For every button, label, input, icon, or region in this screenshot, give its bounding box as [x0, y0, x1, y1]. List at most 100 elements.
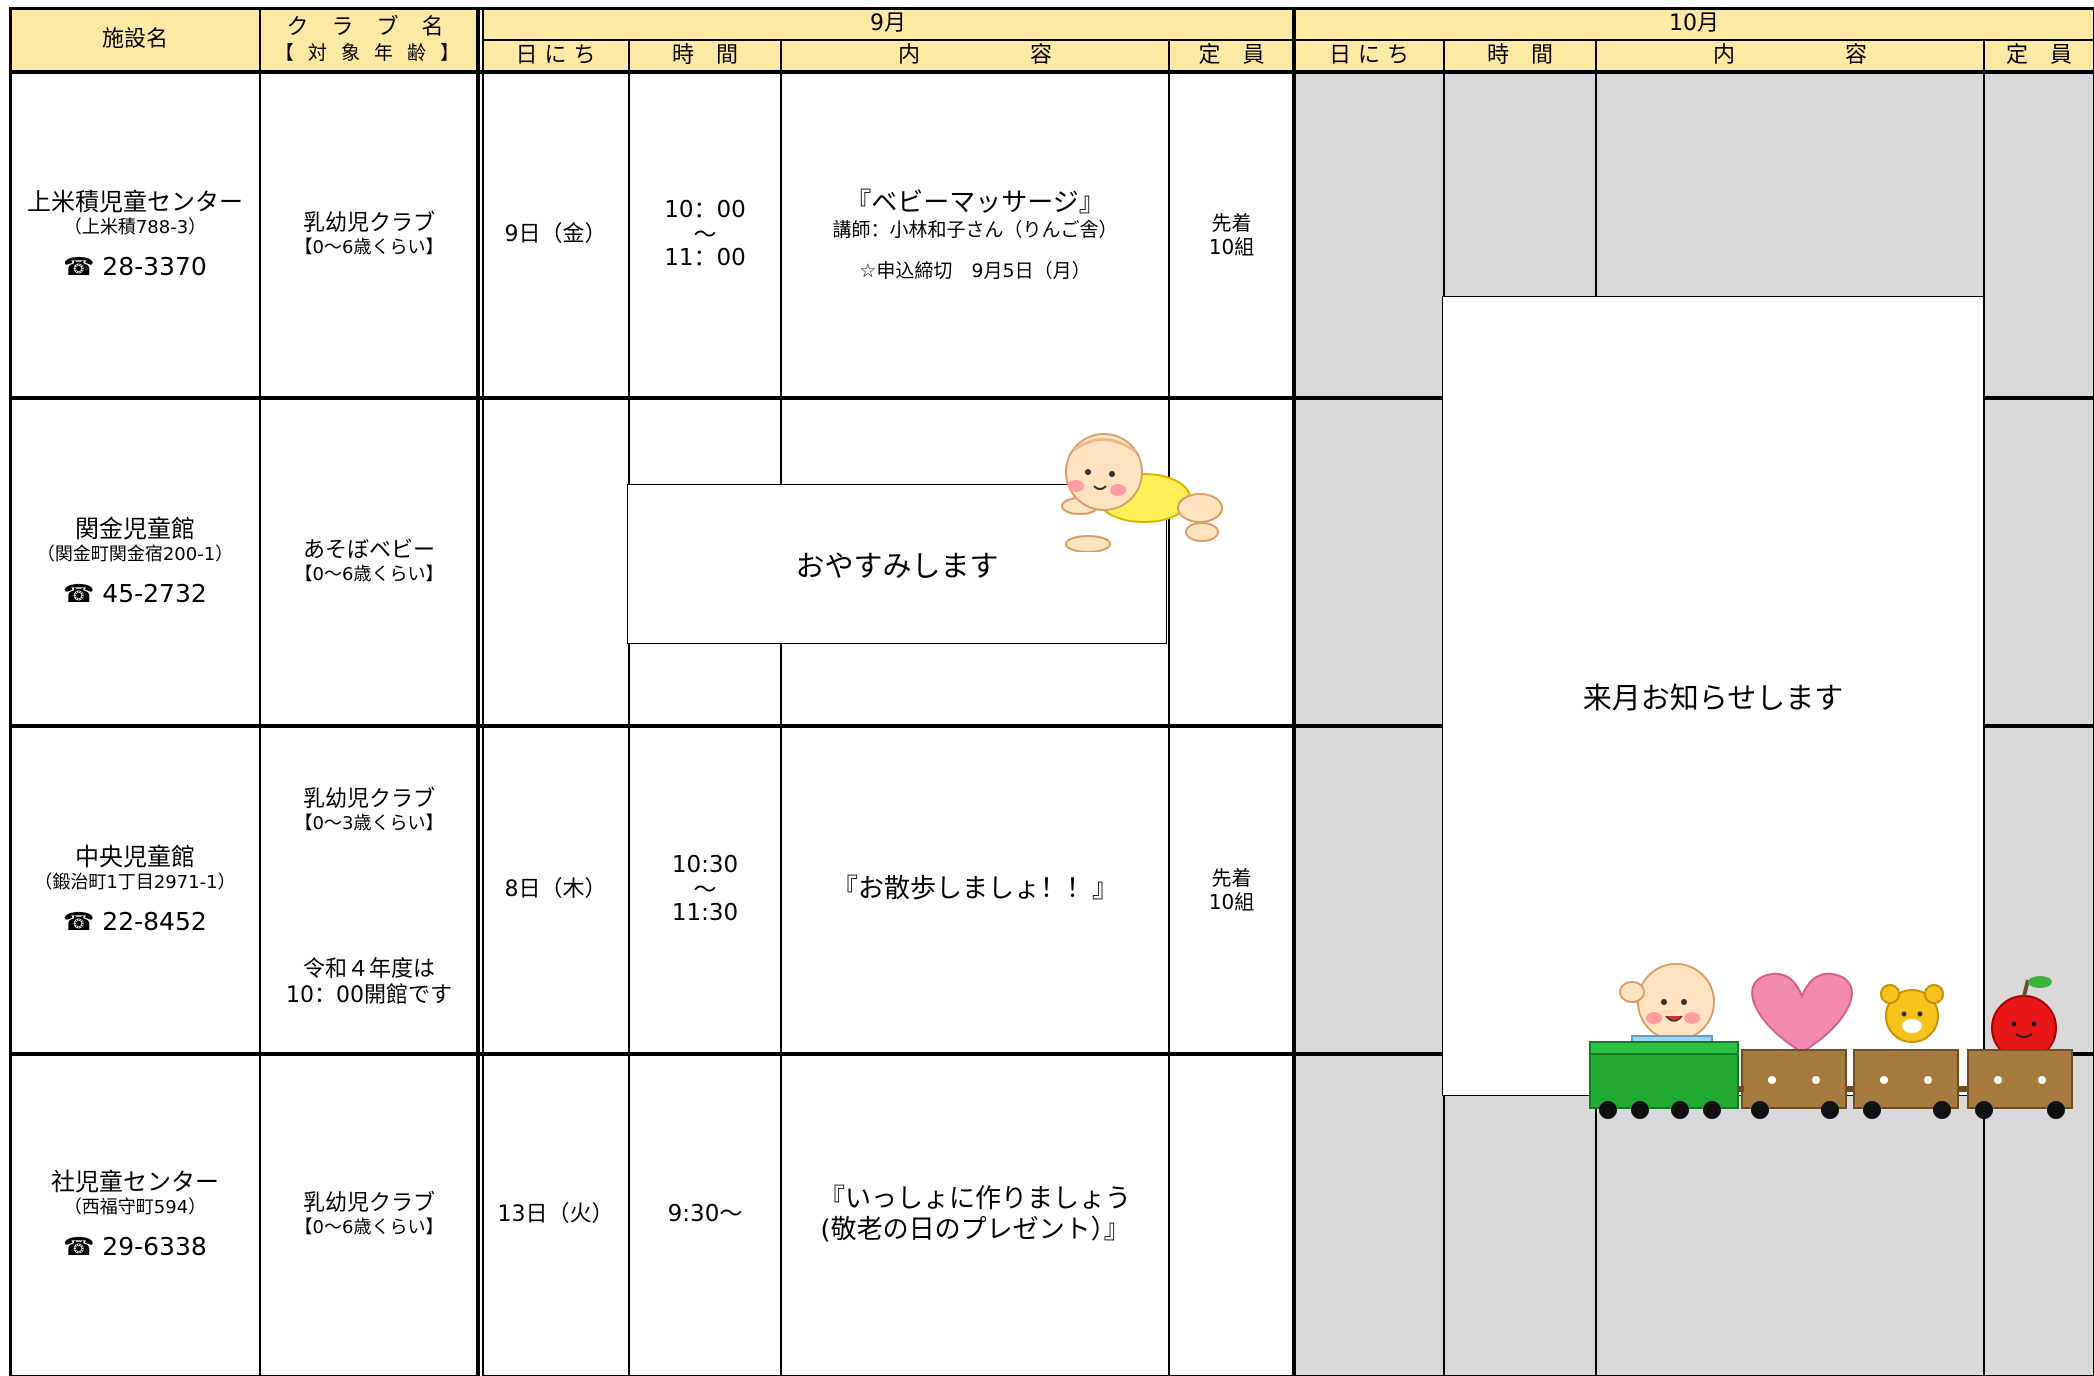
- row3-sep-time: 10:30 ～ 11:30: [629, 726, 781, 1054]
- row1-time-sep: ～: [693, 221, 717, 248]
- row1-sep-day: 9日（金）: [482, 72, 629, 398]
- row4-facility: 社児童センター （西福守町594） ☎ 29-6338: [10, 1054, 260, 1376]
- row3-sep-content: 『お散歩しましょ！！』: [781, 726, 1169, 1054]
- row4-sep-capacity: [1169, 1054, 1294, 1376]
- row3-facility-tel: ☎ 22-8452: [63, 907, 207, 937]
- row1-time-start: 10：00: [664, 197, 746, 224]
- row1-facility-tel: ☎ 28-3370: [63, 252, 207, 282]
- row3-club-name: 乳幼児クラブ: [302, 787, 435, 812]
- row-divider-3: [10, 1052, 2094, 1056]
- header-oct-content-label: 内 容: [1712, 42, 1867, 68]
- row1-facility: 上米積児童センター （上米積788-3） ☎ 28-3370: [10, 72, 260, 398]
- row4-club-name: 乳幼児クラブ: [302, 1191, 435, 1216]
- row4-sep-day: 13日（火）: [482, 1054, 629, 1376]
- header-oct-capacity: 定 員: [1984, 40, 2094, 72]
- row1-content-deadline: ☆申込締切 9月5日（月）: [859, 259, 1091, 282]
- header-facility-label: 施設名: [101, 26, 168, 52]
- row3-sep-capacity: 先着 10組: [1169, 726, 1294, 1054]
- row2-club-name: あそぼベビー: [302, 538, 435, 563]
- baby-train-icon: [1589, 963, 2073, 1119]
- header-sep-day: 日 に ち: [482, 40, 629, 72]
- row1-club-age: 【0～6歳くらい】: [294, 237, 444, 259]
- row1-facility-name: 上米積児童センター: [27, 187, 243, 216]
- row1-facility-address: （上米積788-3）: [63, 216, 207, 238]
- row1-sep-day-value: 9日（金）: [504, 221, 607, 247]
- header-oct-capacity-label: 定 員: [2005, 42, 2072, 68]
- header-oct-content: 内 容: [1596, 40, 1984, 72]
- row2-facility-address: （関金町関金宿200-1）: [36, 543, 234, 565]
- october-notice-text: 来月お知らせします: [1582, 681, 1844, 715]
- header-sep-capacity-label: 定 員: [1198, 42, 1265, 68]
- row-divider-1: [10, 396, 2094, 400]
- row-divider-2: [10, 724, 2094, 728]
- row2-club-age: 【0～6歳くらい】: [294, 564, 444, 586]
- header-sep-month-label: 9月: [870, 10, 906, 36]
- row2-facility: 関金児童館 （関金町関金宿200-1） ☎ 45-2732: [10, 398, 260, 726]
- row4-facility-name: 社児童センター: [51, 1167, 219, 1196]
- row1-time-end: 11：00: [664, 245, 746, 272]
- row2-facility-tel: ☎ 45-2732: [63, 579, 207, 609]
- header-oct-day: 日 に ち: [1294, 40, 1444, 72]
- header-oct-month-label: 10月: [1669, 10, 1719, 36]
- row3-club-age: 【0～3歳くらい】: [294, 813, 444, 835]
- row3-facility-name: 中央児童館: [75, 842, 195, 871]
- row1-club-name: 乳幼児クラブ: [302, 211, 435, 236]
- header-oct-time-label: 時 間: [1486, 42, 1553, 68]
- header-sep-capacity: 定 員: [1169, 40, 1294, 72]
- row3-time-end: 11:30: [671, 900, 739, 927]
- header-sep-day-label: 日 に ち: [515, 42, 596, 68]
- header-club-label: ク ラ ブ 名: [286, 15, 452, 41]
- row3-club: 乳幼児クラブ 【0～3歳くらい】 令和４年度は 10：00開館です: [260, 726, 478, 1054]
- closed-notice-text: おやすみします: [795, 549, 999, 583]
- header-sep-content-label: 内 容: [897, 42, 1052, 68]
- header-sep-content: 内 容: [781, 40, 1169, 72]
- header-oct-time: 時 間: [1444, 40, 1596, 72]
- october-notice: 来月お知らせします: [1442, 296, 1984, 1096]
- row4-sep-content: 『いっしょに作りましょう (敬老の日のプレゼント）』: [781, 1054, 1169, 1376]
- row4-facility-address: （西福守町594）: [63, 1196, 207, 1218]
- row4-time: 9:30～: [667, 1201, 743, 1228]
- row1-club: 乳幼児クラブ 【0～6歳くらい】: [260, 72, 478, 398]
- row4-club: 乳幼児クラブ 【0～6歳くらい】: [260, 1054, 478, 1376]
- row3-content-title: 『お散歩しましょ！！』: [831, 874, 1118, 905]
- row3-capacity-1: 先着: [1211, 866, 1252, 890]
- row4-content-title-1: 『いっしょに作りましょう: [818, 1183, 1131, 1214]
- header-oct-month: 10月: [1294, 8, 2094, 40]
- row4-content-title-2: (敬老の日のプレゼント）』: [820, 1215, 1130, 1245]
- row4-sep-time: 9:30～: [629, 1054, 781, 1376]
- row3-sep-day: 8日（木）: [482, 726, 629, 1054]
- row4-facility-tel: ☎ 29-6338: [63, 1232, 207, 1262]
- row3-time-sep: ～: [693, 876, 717, 903]
- row2-facility-name: 関金児童館: [75, 514, 195, 543]
- col-divider-left: [9, 7, 12, 1376]
- row1-sep-time: 10：00 ～ 11：00: [629, 72, 781, 398]
- row1-content-lecturer: 講師：小林和子さん（りんご舎）: [832, 218, 1118, 241]
- row1-sep-capacity: 先着 10組: [1169, 72, 1294, 398]
- col-divider-month: [1292, 7, 1296, 1376]
- header-sep-month: 9月: [482, 8, 1294, 40]
- row1-sep-content: 『ベビーマッサージ』 講師：小林和子さん（りんご舎） ☆申込締切 9月5日（月）: [781, 72, 1169, 398]
- row3-capacity-2: 10組: [1208, 890, 1255, 914]
- row4-sep-day-value: 13日（火）: [497, 1201, 614, 1227]
- col-divider-club: [476, 7, 480, 1376]
- row2-sep-day: [482, 398, 629, 726]
- header-age-label: 【 対 象 年 齢 】: [274, 41, 464, 64]
- header-sep-time-label: 時 間: [671, 42, 738, 68]
- row3-time-start: 10:30: [671, 852, 739, 879]
- header-sep-time: 時 間: [629, 40, 781, 72]
- row1-capacity-1: 先着: [1211, 211, 1252, 235]
- header-oct-day-label: 日 に ち: [1329, 42, 1409, 68]
- crawling-baby-icon: [1061, 433, 1223, 552]
- row-divider-header: [10, 70, 2094, 74]
- row4-club-age: 【0～6歳くらい】: [294, 1217, 444, 1239]
- row3-sep-day-value: 8日（木）: [504, 876, 607, 902]
- header-club: ク ラ ブ 名 【 対 象 年 齢 】: [260, 8, 478, 72]
- row3-facility-address: （鍛治町1丁目2971-1）: [34, 871, 236, 893]
- row3-note-1: 令和４年度は: [302, 956, 435, 982]
- row3-facility: 中央児童館 （鍛治町1丁目2971-1） ☎ 22-8452: [10, 726, 260, 1054]
- header-facility: 施設名: [10, 8, 260, 72]
- row3-note-2: 10：00開館です: [286, 983, 452, 1009]
- table-top-border: [10, 7, 2094, 10]
- row1-capacity-2: 10組: [1208, 235, 1255, 259]
